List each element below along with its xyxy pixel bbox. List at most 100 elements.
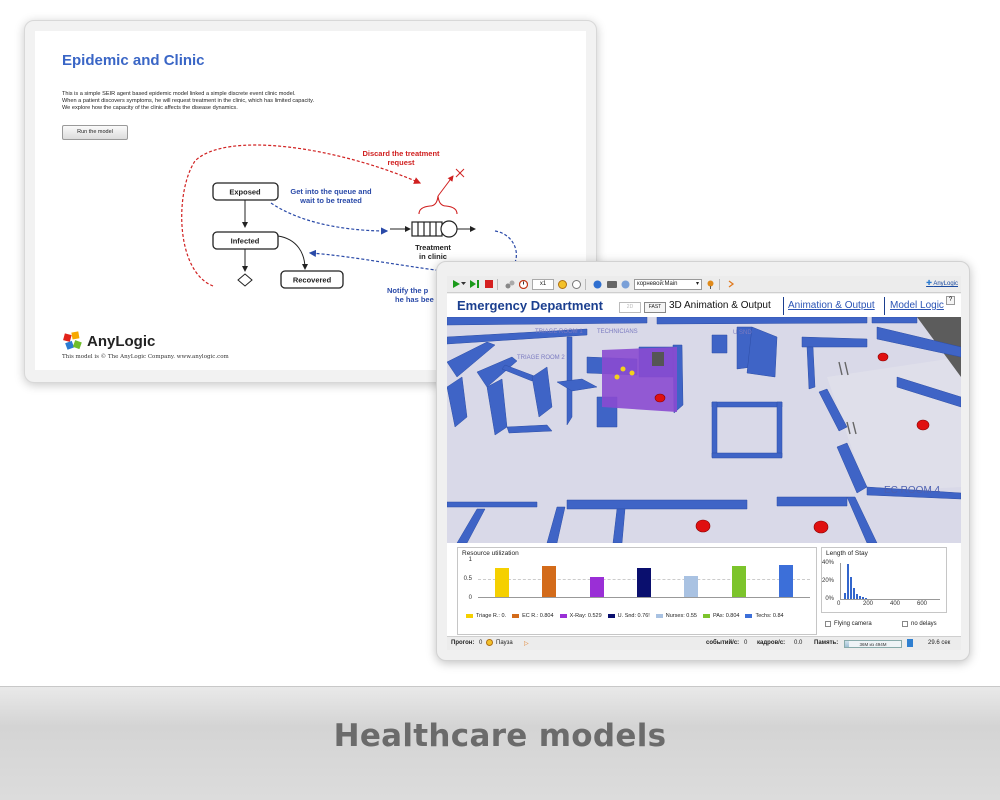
help-icon[interactable]: ? [946,296,955,305]
legend-label: U. Snd: 0.76! [617,613,650,619]
y-tick: 0.5 [463,576,472,582]
run-icon[interactable] [450,279,461,290]
emergency-window: x1 корневой:Main ▾ ✚ AnyLogic Emergency … [436,261,970,661]
discard-x-icon [455,168,465,178]
infected-label: Infected [231,237,260,246]
legend-swatch [745,614,753,618]
resource-plot-area [478,560,810,598]
memory-text: 36М из 494М [859,642,887,647]
utilization-bar [731,566,746,597]
checkbox-box[interactable] [902,621,908,627]
logo-text: AnyLogic [87,332,156,350]
real-time-icon[interactable] [571,279,582,290]
emergency-header: Emergency Department 2D FAST 3D Animatio… [447,294,961,318]
flying-camera-label: Flying camera [834,621,872,627]
epidemic-window: Epidemic and Clinic This is a simple SEI… [24,20,597,383]
toolbar-logo-icon: ✚ [926,280,932,287]
room-label: U SND [733,330,752,336]
discard-target-arrow [437,175,454,197]
stay-histogram-bar [862,597,864,599]
legend-item: PAs: 0.804 [702,613,740,619]
clock-icon[interactable] [518,279,529,290]
legend-swatch [466,614,473,618]
stay-histogram-bar [850,576,852,599]
model-logic-link[interactable]: Model Logic [890,300,944,311]
trash-icon[interactable] [907,639,913,647]
recovered-state [280,270,344,289]
epidemic-canvas: Epidemic and Clinic This is a simple SEI… [35,31,586,370]
y-tick: 1 [468,557,472,563]
stay-histogram-bar [859,596,861,599]
flying-camera-checkbox[interactable]: Flying camera [825,621,872,627]
stay-plot-area [840,563,940,600]
checkbox-box[interactable] [825,621,831,627]
y-tick: 40% [821,560,834,566]
home-icon[interactable] [620,279,631,290]
y-tick: 0 [468,595,472,601]
stay-chart-title: Length of Stay [826,550,868,557]
run-model-button[interactable]: Run the model [62,125,128,140]
staff-icons [838,361,857,435]
x-tick: 600 [917,601,928,607]
pause-icon [486,639,493,646]
alarm-icons [654,352,930,534]
fast-button[interactable]: FAST [644,302,666,313]
equipment-icon [652,352,664,366]
toolbar-logo[interactable]: ✚ AnyLogic [926,279,958,287]
discard-label: request [387,158,415,167]
run-label: Прогон: [451,640,475,646]
no-delays-checkbox[interactable]: no delays [902,621,937,627]
slow-down-icon[interactable] [504,279,515,290]
console-icon[interactable] [726,279,737,290]
stay-histogram-bar [847,563,849,599]
triage-room-floor [602,347,677,412]
legend-swatch [559,614,567,618]
utilization-bar [542,566,557,597]
speed-field[interactable]: x1 [532,278,554,290]
y-tick: 20% [821,578,834,584]
view-2d-button[interactable]: 2D [619,302,641,313]
events-label: событий/с: [706,640,740,646]
clinic-service [440,220,458,238]
3d-view[interactable]: TRIAGE ROOM 1 TECHNICIANS TRIAGE ROOM 2 … [447,317,961,543]
frames-value: 0.0 [794,640,803,646]
run-dropdown-icon[interactable] [461,279,466,290]
legend-label: PAs: 0.804 [712,613,740,619]
exposed-label: Exposed [229,188,261,197]
memory-bar: 36М из 494М [844,640,902,648]
patient-icons [614,366,635,380]
description-line: When a patient discovers symptoms, he wi… [62,98,315,104]
experiment-select[interactable]: корневой:Main ▾ [634,278,702,290]
console-status-icon[interactable]: ▷ [524,641,529,647]
infected-to-recovered-arrow [277,235,308,270]
no-delays-label: no delays [911,621,937,627]
utilization-bar [684,576,699,597]
seir-diagram: Discard the treatment request Get into t… [181,144,517,304]
copyright: This model is © The AnyLogic Company. ww… [62,354,229,360]
toolbar-separator [585,278,586,290]
toolbar-logo-text: AnyLogic [933,281,958,287]
pause-label: Пауза [496,640,513,646]
step-icon[interactable] [469,279,480,290]
tab-3d-animation[interactable]: 3D Animation & Output [669,300,771,311]
status-bar: Прогон: 0 Пауза ▷ событий/с: 0 кадров/с:… [447,636,961,650]
stop-icon[interactable] [483,279,494,290]
room-label: TRIAGE ROOM 1 [535,329,583,335]
queue-label: Get into the queue and [290,187,372,196]
pin-icon[interactable] [705,279,716,290]
length-of-stay-panel: Length of Stay 40% 20% 0% 0 200 400 600 [821,547,947,613]
room-label: EC ROOM 4 [884,485,941,496]
x-tick: 200 [863,601,874,607]
utilization-bar [589,576,604,597]
navigate-icon[interactable] [592,279,603,290]
legend-item: U. Snd: 0.76! [607,613,650,619]
description-line: We explore how the capacity of the clini… [62,105,238,111]
camera-icon[interactable] [606,279,617,290]
speed-up-icon[interactable] [557,279,568,290]
legend-item: Triage R.: 0. [466,613,506,619]
clinic-queue [411,221,443,237]
animation-output-link[interactable]: Animation & Output [788,300,875,311]
treatment-label: Treatment [415,243,451,252]
discard-brace [418,195,458,215]
stay-histogram-bar [856,594,858,599]
